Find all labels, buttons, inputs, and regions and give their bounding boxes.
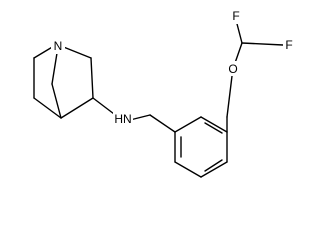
bond-n-c2 [60,45,92,59]
ring-bond-1 [174,116,202,133]
bond-ring-o [226,75,233,118]
bond-n-bridge [51,52,58,85]
bond-o-chf2 [234,42,243,64]
ring-bond-4 [200,161,228,178]
linker-bonds [92,97,176,133]
bond-c-f-right [241,42,284,46]
fluorine-upper-label: F [232,9,239,23]
atom-labels: N HN O F F [51,9,295,127]
quinuclidine-nitrogen-label: N [54,39,63,53]
amine-label: HN [114,112,131,126]
ether-oxygen-label: O [228,62,237,76]
bond-c3-c4 [60,97,94,119]
ring-double-bond-1 [204,122,223,134]
quinuclidine-bonds [33,45,94,119]
benzene-ring [174,116,228,178]
chemical-structure: N HN O F F [33,9,295,178]
ring-bond-2 [200,116,228,133]
ring-double-bond-2 [204,159,223,172]
bond-c2-c3 [90,57,94,99]
bond-bridge-c4 [51,83,62,119]
bond-ch2-ring [149,114,176,133]
fluorine-right-label: F [285,38,292,52]
ring-bond-5 [174,161,202,178]
bond-left-bottom [33,97,62,119]
bond-n-c-left-top [33,45,55,59]
bond-nh-ch2 [129,114,151,121]
